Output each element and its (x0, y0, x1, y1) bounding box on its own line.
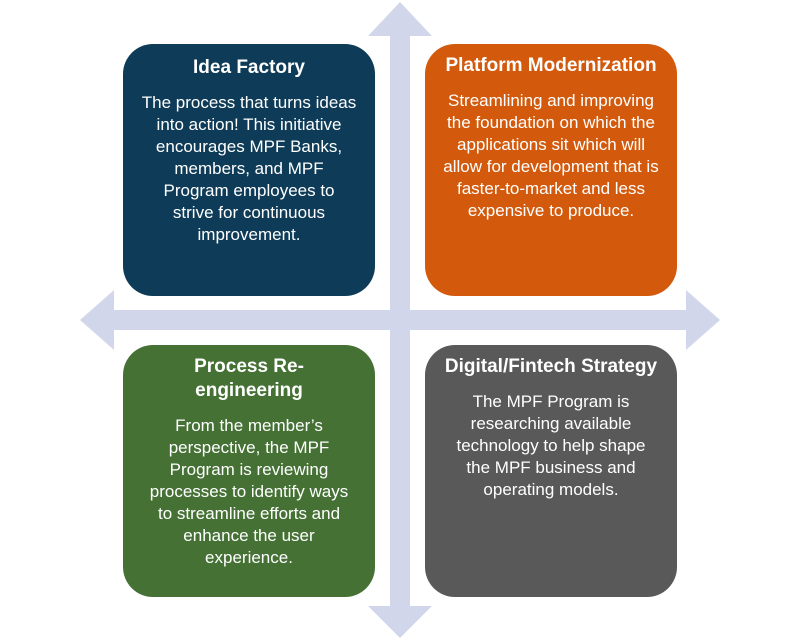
up-arrow-head (368, 2, 432, 36)
quadrant-platform-modernization: Platform Modernization Streamlining and … (425, 44, 677, 296)
quadrant-description: The MPF Program is researching available… (456, 392, 646, 499)
quadrant-idea-factory: Idea Factory The process that turns idea… (123, 44, 375, 296)
left-arrow-head (80, 290, 114, 350)
quadrant-process-reengineering: Process Re-engineering From the member’s… (123, 345, 375, 597)
quadrant-title: Idea Factory (193, 57, 305, 78)
quadrant-description: Streamlining and improving the foundatio… (443, 91, 659, 220)
down-arrow-head (368, 606, 432, 638)
quadrant-digital-fintech-strategy: Digital/Fintech Strategy The MPF Program… (425, 345, 677, 597)
quadrant-description: The process that turns ideas into action… (141, 93, 357, 244)
quadrant-title: Platform Modernization (445, 55, 657, 76)
horizontal-axis-shaft (112, 310, 688, 330)
quadrant-description: From the member’s perspective, the MPF P… (149, 416, 349, 567)
right-arrow-head (686, 290, 720, 350)
quadrant-title: Process Re-engineering (194, 356, 304, 401)
quadrant-title: Digital/Fintech Strategy (444, 356, 658, 377)
